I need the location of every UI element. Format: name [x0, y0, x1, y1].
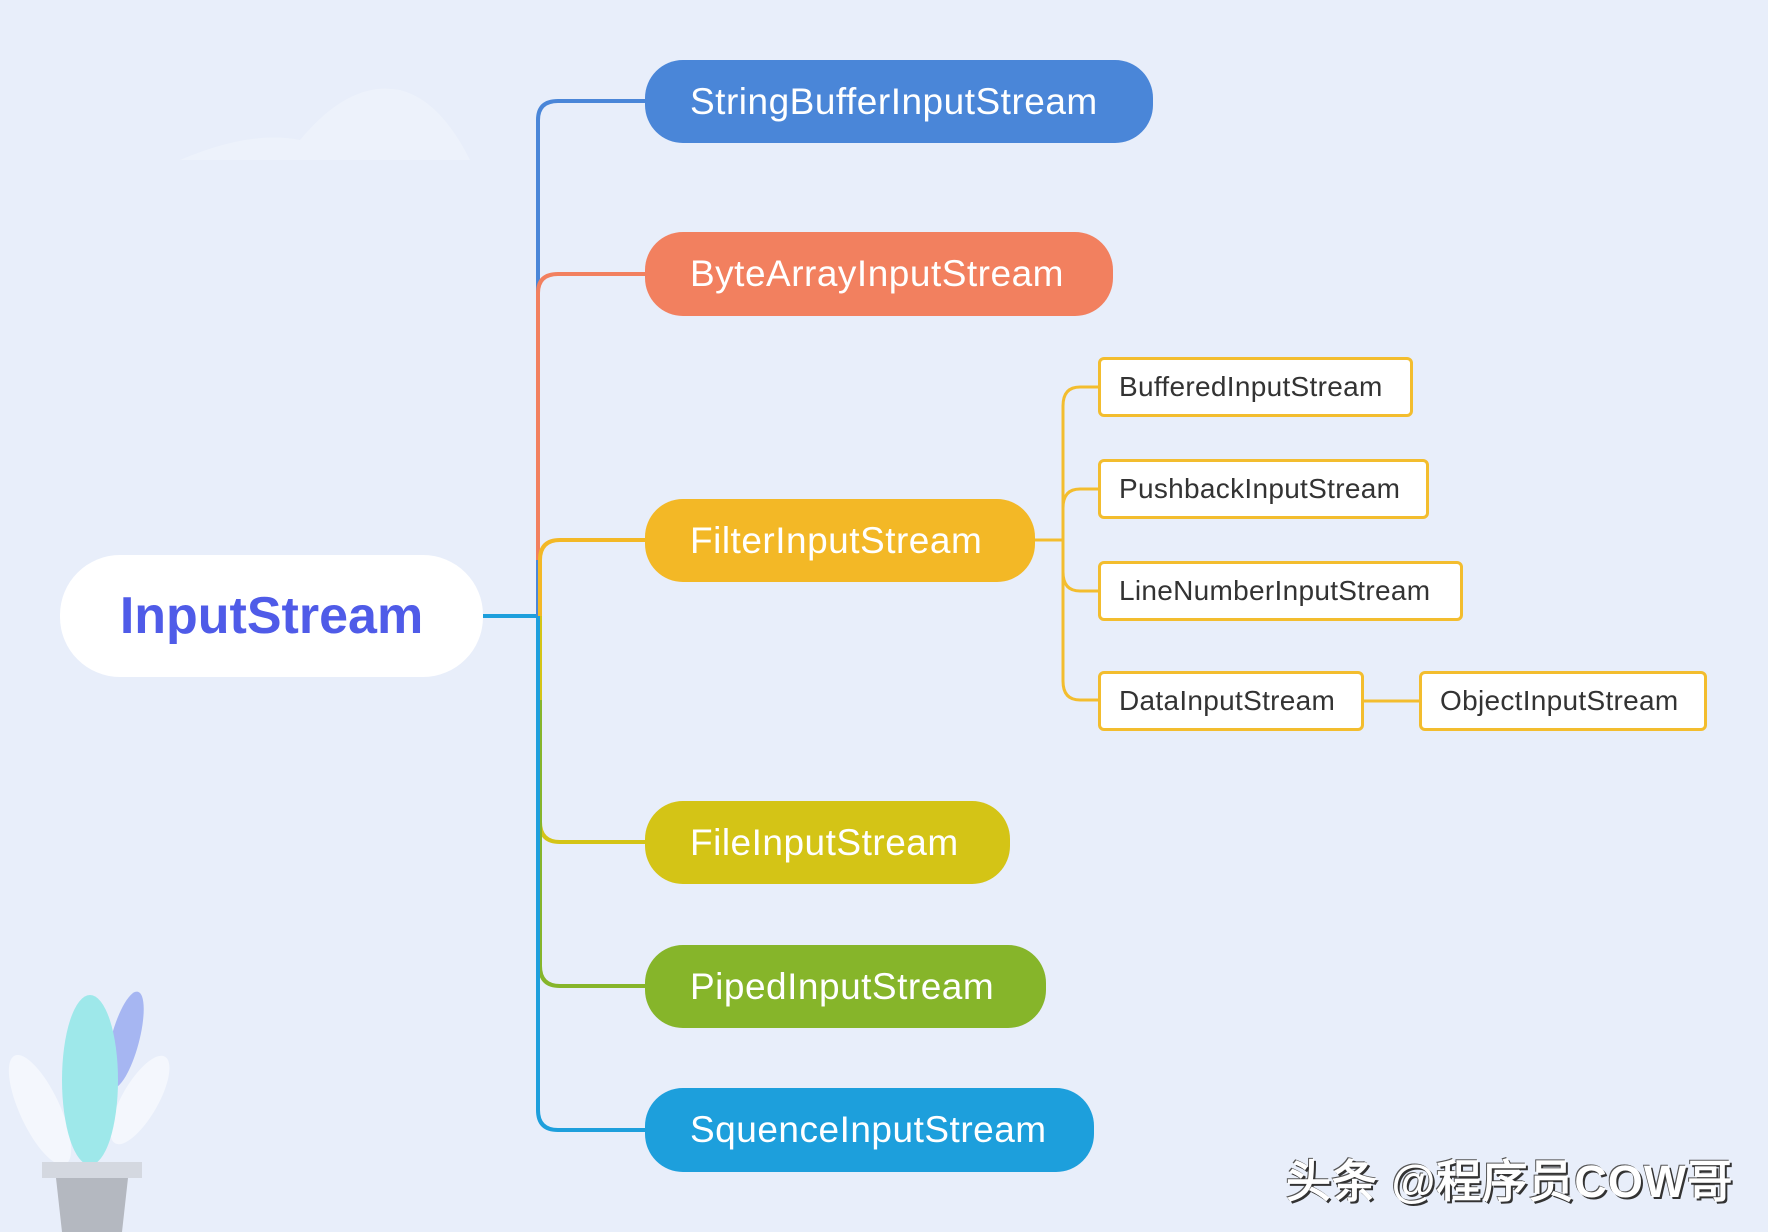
node-label: PipedInputStream	[690, 965, 995, 1007]
connector-bytearray	[536, 272, 645, 560]
node-stringbufferinputstream[interactable]: StringBufferInputStream	[645, 60, 1153, 143]
watermark: 头条 @程序员COW哥	[1286, 1156, 1734, 1207]
node-label: ObjectInputStream	[1440, 685, 1679, 716]
plant-decoration	[8, 991, 170, 1232]
node-label: DataInputStream	[1119, 685, 1336, 716]
node-label: FileInputStream	[690, 821, 959, 863]
node-label: StringBufferInputStream	[690, 80, 1098, 122]
node-squenceinputstream[interactable]: SquenceInputStream	[645, 1088, 1094, 1172]
node-filterinputstream[interactable]: FilterInputStream	[645, 499, 1035, 582]
connector-stringbuffer	[536, 99, 645, 616]
node-label: SquenceInputStream	[690, 1109, 1047, 1150]
connector-squence	[536, 616, 645, 1132]
node-pipedinputstream[interactable]: PipedInputStream	[645, 945, 1046, 1028]
connector-filter	[538, 538, 645, 616]
filter-sub-connectors	[1035, 385, 1419, 703]
node-label: BufferedInputStream	[1119, 371, 1383, 402]
node-fileinputstream[interactable]: FileInputStream	[645, 801, 1010, 884]
node-label: ByteArrayInputStream	[690, 253, 1064, 294]
node-bytearrayinputstream[interactable]: ByteArrayInputStream	[645, 232, 1113, 316]
node-datainputstream[interactable]: DataInputStream	[1098, 671, 1364, 731]
root-node-inputstream[interactable]: InputStream	[60, 555, 483, 677]
cloud-decoration	[180, 88, 470, 160]
node-objectinputstream[interactable]: ObjectInputStream	[1419, 671, 1707, 731]
root-label: InputStream	[119, 587, 424, 645]
node-label: FilterInputStream	[690, 519, 983, 561]
node-linenumberinputstream[interactable]: LineNumberInputStream	[1098, 561, 1463, 621]
connector-file	[538, 616, 645, 844]
node-label: LineNumberInputStream	[1119, 575, 1431, 606]
node-pushbackinputstream[interactable]: PushbackInputStream	[1098, 459, 1429, 519]
node-bufferedinputstream[interactable]: BufferedInputStream	[1098, 357, 1413, 417]
node-label: PushbackInputStream	[1119, 473, 1401, 504]
